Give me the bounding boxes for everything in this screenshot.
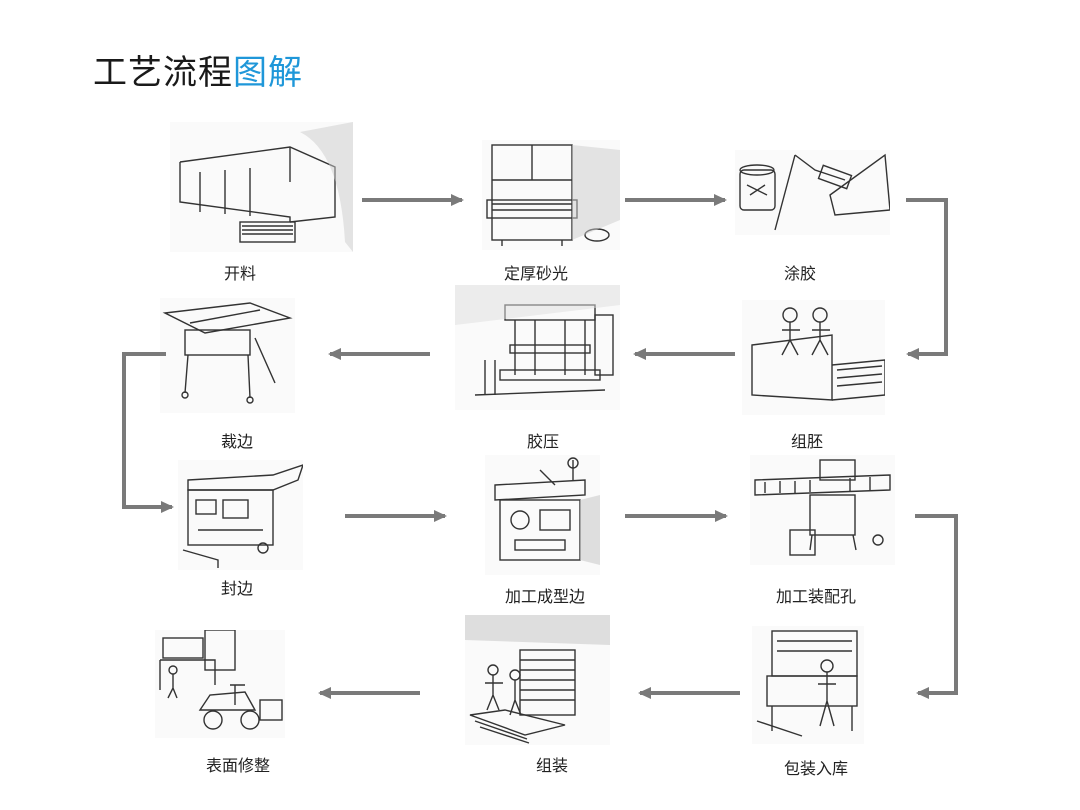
step-label: 裁边: [220, 432, 254, 451]
workshop-assembly-icon: [465, 615, 610, 745]
glue-roller-icon: [735, 150, 890, 235]
arrow-gluing-to-assembly-blank: [906, 198, 948, 360]
spindle-moulder-icon: [485, 455, 600, 575]
title-highlight: 图解: [233, 53, 303, 93]
step-label: 开料: [223, 264, 257, 283]
step-label: 涂胶: [783, 264, 817, 283]
workers-stacking-icon: [742, 300, 885, 415]
page-title: 工艺流程图解: [93, 50, 303, 96]
panel-saw-icon: [170, 122, 353, 252]
step-label: 胶压: [526, 432, 560, 451]
step-label: 加工装配孔: [775, 587, 857, 606]
step-label: 定厚砂光: [503, 264, 569, 283]
title-main: 工艺流程: [93, 53, 233, 93]
arrow-trimming-to-edge-banding: [122, 352, 174, 513]
packing-machine-icon: [752, 626, 864, 744]
step-label: 加工成型边: [504, 587, 586, 606]
boring-machine-icon: [750, 455, 895, 565]
wide-belt-sander-icon: [482, 140, 620, 250]
table-saw-icon: [160, 298, 295, 413]
step-label: 封边: [220, 579, 254, 598]
step-label: 表面修整: [205, 756, 271, 775]
forklift-finishing-icon: [155, 630, 285, 738]
hydraulic-press-icon: [455, 285, 620, 410]
step-label: 包装入库: [783, 759, 849, 778]
step-label: 组胚: [790, 432, 824, 451]
edge-bander-icon: [178, 460, 303, 570]
step-label: 组装: [535, 756, 569, 775]
arrow-drilling-to-packing: [915, 514, 958, 699]
